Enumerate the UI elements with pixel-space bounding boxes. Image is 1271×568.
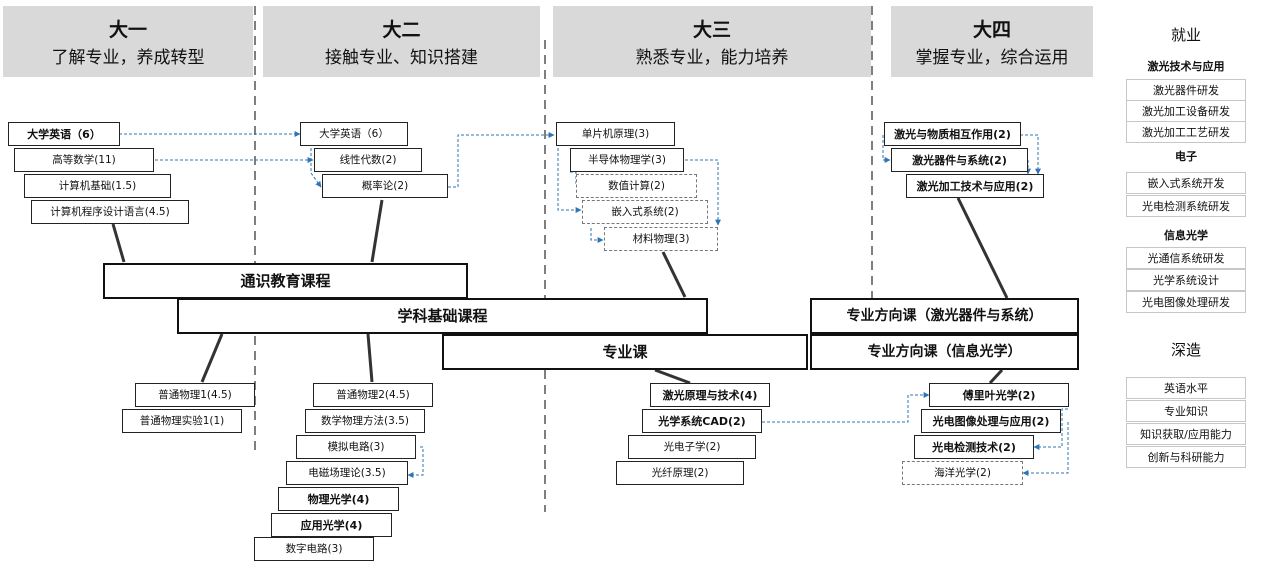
year-title: 大三 [692,19,731,41]
course-embedded-systems: 嵌入式系统(2) [582,200,708,224]
year-header-3: 大三 熟悉专业，能力培养 [553,6,871,77]
course-probability: 概率论(2) [322,174,448,198]
study-item: 专业知识 [1126,400,1246,422]
category-direction-info-optics: 专业方向课（信息光学） [810,334,1079,370]
course-applied-optics: 应用光学(4) [271,513,392,537]
course-general-physics-1: 普通物理1(4.5) [135,383,255,407]
employment-item: 光电图像处理研发 [1126,291,1246,313]
course-laser-principles: 激光原理与技术(4) [650,383,770,407]
year-title: 大一 [108,19,147,41]
employment-group-title: 电子 [1175,150,1197,163]
study-item: 创新与科研能力 [1126,446,1246,468]
course-semiconductor-physics: 半导体物理学(3) [570,148,684,172]
course-numerical-calc: 数值计算(2) [576,174,697,198]
course-programming: 计算机程序设计语言(4.5) [31,200,189,224]
year-subtitle: 熟悉专业，能力培养 [635,48,789,68]
course-math-physics-methods: 数学物理方法(3.5) [305,409,425,433]
further-study-heading: 深造 [1170,341,1201,359]
course-analog-circuits: 模拟电路(3) [296,435,416,459]
year-title: 大二 [382,19,421,41]
employment-group-title: 激光技术与应用 [1147,60,1225,73]
category-direction-laser: 专业方向课（激光器件与系统） [810,298,1079,334]
year-title: 大四 [972,19,1011,41]
course-physical-optics: 物理光学(4) [278,487,399,511]
category-general-education: 通识教育课程 [103,263,468,299]
course-laser-processing: 激光加工技术与应用(2) [906,174,1044,198]
course-optical-cad: 光学系统CAD(2) [642,409,762,433]
course-ocean-optics: 海洋光学(2) [902,461,1023,485]
course-mcu-principles: 单片机原理(3) [556,122,675,146]
employment-item: 光通信系统研发 [1126,247,1246,269]
course-college-english: 大学英语（6） [8,122,120,146]
course-em-field-theory: 电磁场理论(3.5) [286,461,408,485]
category-major-courses: 专业课 [442,334,808,370]
employment-group-title: 信息光学 [1164,229,1208,242]
employment-item: 光电检测系统研发 [1126,195,1246,217]
course-optoelectronics: 光电子学(2) [628,435,756,459]
year-header-4: 大四 掌握专业，综合运用 [891,6,1093,77]
year-subtitle: 掌握专业，综合运用 [915,48,1069,68]
course-image-processing: 光电图像处理与应用(2) [921,409,1061,433]
course-computer-basics: 计算机基础(1.5) [24,174,171,198]
study-item: 知识获取/应用能力 [1126,423,1246,445]
course-digital-circuits: 数字电路(3) [254,537,374,561]
employment-item: 嵌入式系统开发 [1126,172,1246,194]
employment-heading: 就业 [1170,26,1201,44]
employment-item: 激光器件研发 [1126,79,1246,101]
course-general-physics-2: 普通物理2(4.5) [313,383,433,407]
study-item: 英语水平 [1126,377,1246,399]
year-subtitle: 了解专业，养成转型 [51,48,205,68]
course-college-english-2: 大学英语（6） [300,122,408,146]
employment-item: 光学系统设计 [1126,269,1246,291]
course-laser-devices: 激光器件与系统(2) [891,148,1028,172]
employment-item: 激光加工工艺研发 [1126,121,1246,143]
course-photoelectric-detection: 光电检测技术(2) [914,435,1034,459]
category-subject-foundation: 学科基础课程 [177,298,708,334]
course-fiber-principles: 光纤原理(2) [616,461,744,485]
year-header-1: 大一 了解专业，养成转型 [3,6,253,77]
course-laser-matter-interaction: 激光与物质相互作用(2) [884,122,1021,146]
employment-item: 激光加工设备研发 [1126,100,1246,122]
course-material-physics: 材料物理(3) [604,227,718,251]
course-physics-lab-1: 普通物理实验1(1) [122,409,242,433]
course-linear-algebra: 线性代数(2) [314,148,422,172]
course-fourier-optics: 傅里叶光学(2) [929,383,1069,407]
year-header-2: 大二 接触专业、知识搭建 [263,6,540,77]
year-subtitle: 接触专业、知识搭建 [325,48,478,68]
course-advanced-math: 高等数学(11) [14,148,154,172]
